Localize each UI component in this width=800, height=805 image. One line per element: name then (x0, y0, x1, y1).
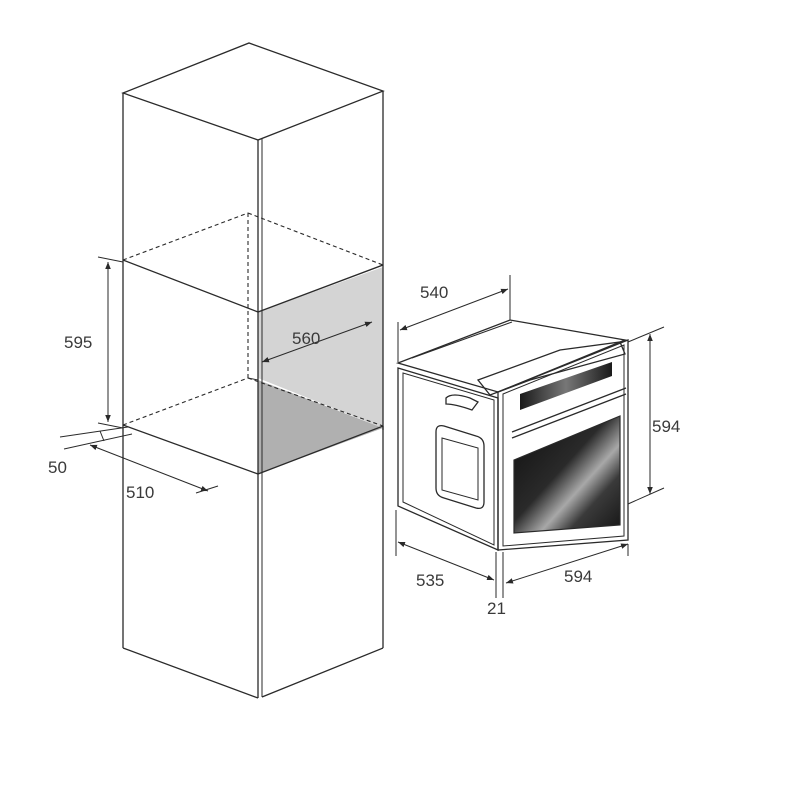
dim-595: 595 (64, 256, 124, 429)
label-560: 560 (292, 329, 320, 348)
label-595: 595 (64, 333, 92, 352)
label-21: 21 (487, 599, 506, 618)
cabinet (121, 42, 385, 699)
dim-510: 510 (89, 444, 219, 502)
label-594-height: 594 (652, 417, 680, 436)
cabinet-top (121, 42, 385, 141)
dim-560: 560 (261, 321, 373, 363)
dim-21: 21 (487, 552, 506, 618)
dim-535: 535 (395, 510, 495, 590)
oven-door-window (513, 415, 621, 534)
niche-floor (258, 380, 383, 474)
dim-594-width: 594 (505, 543, 629, 586)
label-535: 535 (416, 571, 444, 590)
label-50: 50 (48, 458, 67, 477)
label-594-width: 594 (564, 567, 592, 586)
label-540: 540 (420, 283, 448, 302)
oven-control-panel (520, 362, 612, 410)
label-510: 510 (126, 483, 154, 502)
dim-50: 50 (48, 426, 133, 477)
dim-594-height: 594 (627, 326, 680, 505)
oven (395, 319, 629, 551)
dim-540: 540 (397, 275, 511, 362)
